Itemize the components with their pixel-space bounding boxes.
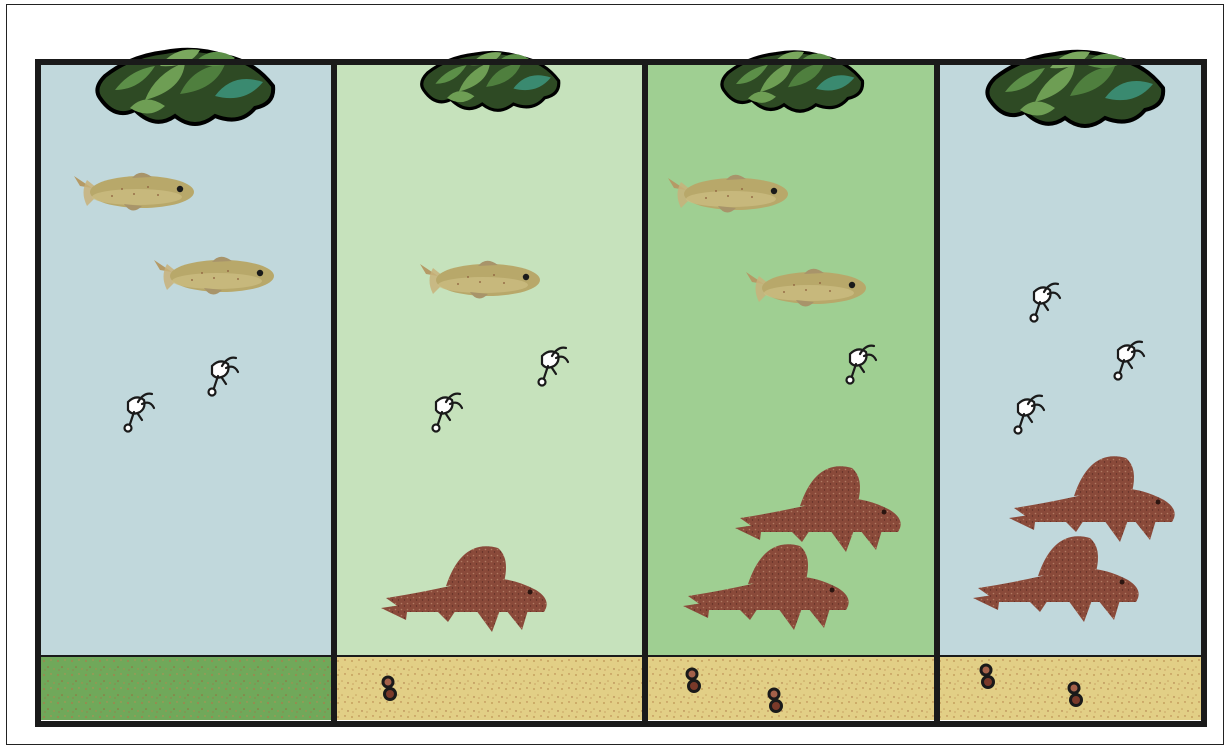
tank-3 bbox=[648, 51, 934, 720]
tank-2 bbox=[336, 52, 642, 720]
tank-1-water bbox=[40, 64, 332, 656]
tank-4 bbox=[940, 51, 1202, 720]
tank-1-sediment bbox=[40, 656, 332, 720]
tank-1 bbox=[40, 49, 332, 720]
